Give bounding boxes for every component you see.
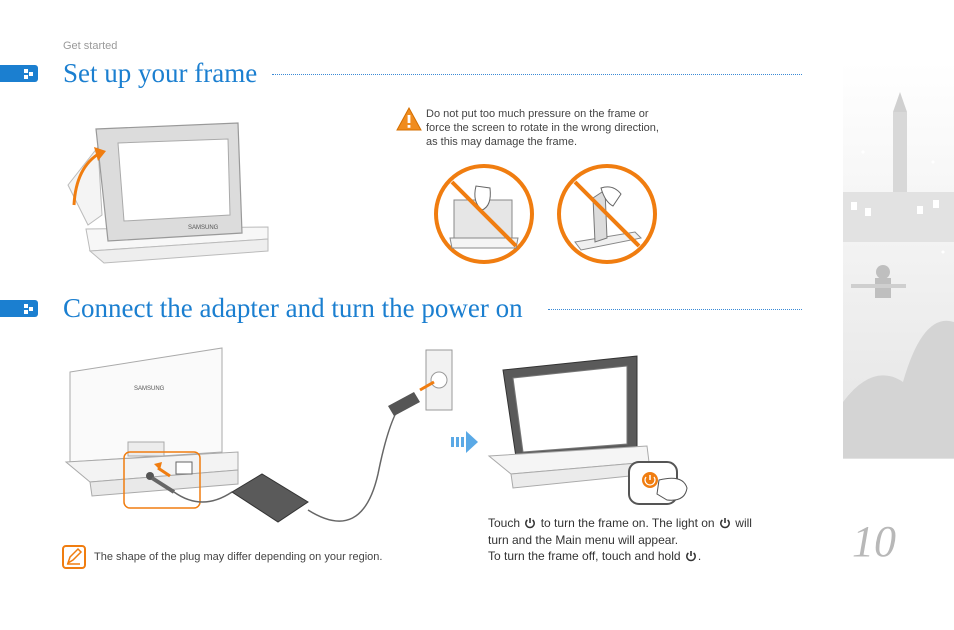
prohibited-icon <box>434 164 534 264</box>
power-on-illustration: SAMSUNG <box>487 355 688 505</box>
note-text: The shape of the plug may differ dependi… <box>94 551 383 563</box>
arrow-right-icon <box>451 431 478 453</box>
section-marker-icon <box>0 65 38 82</box>
section-divider <box>272 74 802 75</box>
brand-logo: SAMSUNG <box>188 225 219 231</box>
brand-logo: SAMSUNG <box>134 386 165 392</box>
section-title-connect: Connect the adapter and turn the power o… <box>63 293 523 323</box>
section-marker-icon <box>0 300 38 317</box>
sidebar-decoration <box>843 62 954 458</box>
prohibited-icon <box>557 164 657 264</box>
section-divider <box>548 309 802 310</box>
power-icon <box>686 551 696 562</box>
city-scene-image <box>843 92 954 458</box>
note-icon <box>62 545 86 569</box>
breadcrumb: Get started <box>63 40 118 52</box>
power-icon <box>525 518 536 529</box>
warning-text: Do not put too much pressure on the fram… <box>426 108 659 148</box>
sidebar-divider <box>843 458 954 459</box>
adapter-connection-illustration: SAMSUNG <box>64 347 453 523</box>
power-icon <box>720 518 730 529</box>
page-number: 10 <box>852 517 896 566</box>
frame-setup-illustration: SAMSUNG <box>67 122 269 264</box>
power-instructions: Touch to turn the frame on. The light on… <box>488 516 752 563</box>
section-title-setup: Set up your frame <box>63 58 258 88</box>
warning-icon <box>396 107 422 131</box>
